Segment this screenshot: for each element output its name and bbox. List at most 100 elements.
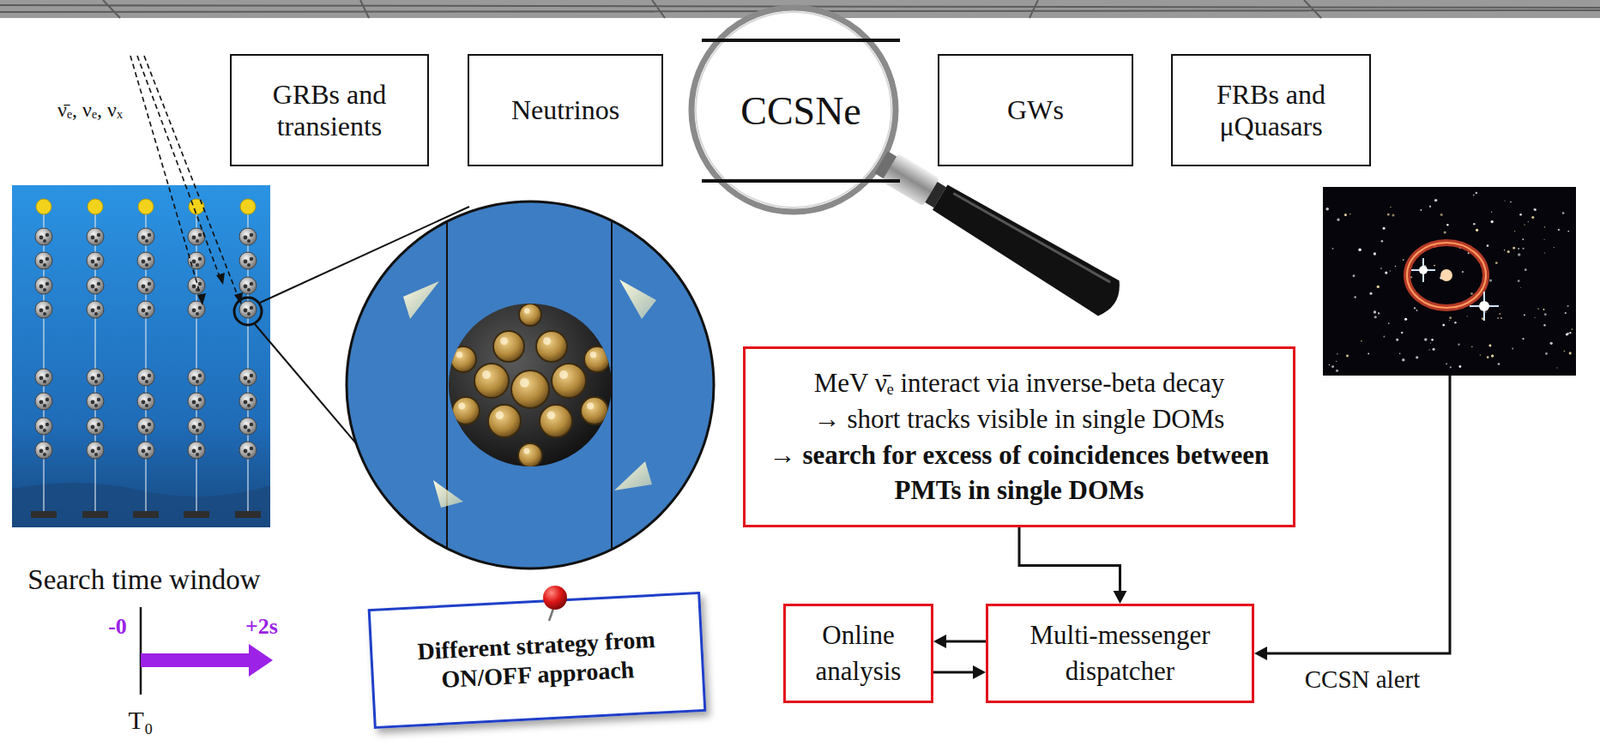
star bbox=[1429, 205, 1431, 208]
seabed bbox=[12, 483, 271, 528]
dom-pmt bbox=[90, 376, 96, 381]
dom-pmt bbox=[90, 400, 96, 405]
star bbox=[1369, 292, 1372, 296]
dom-pmt bbox=[198, 422, 202, 427]
star bbox=[1457, 344, 1461, 347]
dom-pmt bbox=[90, 235, 96, 241]
star bbox=[1395, 338, 1399, 342]
dom-pmt bbox=[247, 288, 251, 292]
text-group: Neutrinos bbox=[511, 94, 620, 127]
dom-pmt bbox=[141, 308, 146, 314]
star bbox=[1415, 356, 1419, 359]
star bbox=[1394, 265, 1397, 268]
light-cone bbox=[433, 480, 464, 508]
star bbox=[1360, 340, 1362, 342]
pmt-glint bbox=[590, 351, 598, 359]
star bbox=[1497, 317, 1499, 320]
axis-title: Search time window bbox=[27, 564, 260, 597]
dom-pmt bbox=[147, 257, 151, 261]
star bbox=[1550, 342, 1553, 345]
dom-pmt bbox=[39, 400, 44, 405]
zoom-marker bbox=[234, 297, 262, 326]
dom-pmt bbox=[147, 374, 151, 378]
text-group: Different strategy from ON/OFF approach bbox=[386, 623, 687, 697]
star bbox=[1521, 238, 1524, 241]
star bbox=[1416, 309, 1419, 312]
dom-pmt bbox=[144, 380, 149, 384]
star bbox=[1569, 332, 1571, 334]
dom-pmt bbox=[141, 376, 146, 381]
dom-pmt bbox=[198, 398, 202, 402]
dom-pmt bbox=[90, 259, 96, 265]
star bbox=[1503, 249, 1505, 251]
light-cone bbox=[403, 281, 440, 320]
star bbox=[1491, 354, 1494, 357]
dom bbox=[239, 301, 257, 319]
pmt bbox=[488, 404, 521, 438]
dom-pmt bbox=[147, 282, 151, 286]
star bbox=[1473, 223, 1476, 226]
dom-pmt bbox=[249, 374, 254, 378]
dom-pmt bbox=[96, 233, 101, 237]
star bbox=[1381, 240, 1384, 243]
dom-pmt bbox=[141, 425, 146, 430]
dom bbox=[137, 368, 155, 387]
node-text: MeV ν̄ₑ interact via inverse-beta decay bbox=[766, 365, 1273, 402]
dom-pmt bbox=[39, 259, 44, 265]
star bbox=[1470, 292, 1474, 296]
dom-pmt bbox=[249, 446, 254, 451]
dom-pmt bbox=[39, 308, 44, 314]
string-anchor bbox=[132, 511, 159, 519]
star bbox=[1380, 267, 1383, 270]
star bbox=[1442, 324, 1445, 327]
connector bbox=[1019, 527, 1128, 604]
sn-ring bbox=[1406, 242, 1486, 308]
star bbox=[1557, 229, 1561, 232]
dom-pmt bbox=[90, 425, 96, 430]
dom-pmt bbox=[96, 282, 101, 286]
star bbox=[1567, 230, 1570, 233]
star bbox=[1430, 342, 1431, 344]
sn-ring-inner bbox=[1406, 242, 1486, 308]
dom-pmt bbox=[195, 428, 200, 433]
dom-pmt bbox=[198, 257, 202, 261]
dom-pmt bbox=[192, 259, 197, 265]
dom-pmt bbox=[94, 239, 98, 243]
star bbox=[1399, 353, 1401, 356]
star bbox=[1488, 344, 1492, 348]
pmt bbox=[493, 331, 525, 363]
dom bbox=[137, 441, 155, 459]
pmt bbox=[450, 346, 477, 373]
star bbox=[1527, 221, 1529, 223]
star bbox=[1521, 247, 1524, 250]
pinned-note: Different strategy from ON/OFF approach bbox=[368, 591, 707, 730]
magnifier-handle bbox=[870, 144, 1127, 320]
pmt bbox=[519, 303, 542, 327]
dom-pmt bbox=[39, 235, 44, 241]
pin-head bbox=[543, 585, 568, 610]
dom-pmt bbox=[198, 282, 202, 286]
dom-pmt bbox=[94, 312, 98, 316]
star bbox=[1346, 355, 1349, 358]
star bbox=[1433, 265, 1436, 267]
star bbox=[1543, 308, 1546, 311]
dom-pmt bbox=[198, 446, 202, 451]
dom-pmt bbox=[45, 257, 49, 261]
pmt bbox=[584, 346, 610, 373]
node-text: CCSNe bbox=[740, 88, 862, 134]
dom-pmt bbox=[42, 452, 47, 457]
dom-pmt bbox=[198, 306, 202, 310]
star bbox=[1446, 223, 1449, 226]
star bbox=[1367, 353, 1370, 356]
dom-pmt bbox=[42, 288, 47, 292]
star bbox=[1531, 216, 1534, 219]
text-group: GRBs and transients bbox=[240, 78, 419, 143]
pmt-glint bbox=[547, 411, 556, 421]
star bbox=[1467, 315, 1468, 317]
pmt-array bbox=[450, 303, 610, 468]
dom-pmt bbox=[96, 374, 101, 378]
star bbox=[1475, 192, 1479, 195]
star bbox=[1485, 311, 1486, 313]
text-group: GWs bbox=[1007, 94, 1064, 127]
star bbox=[1358, 248, 1362, 253]
